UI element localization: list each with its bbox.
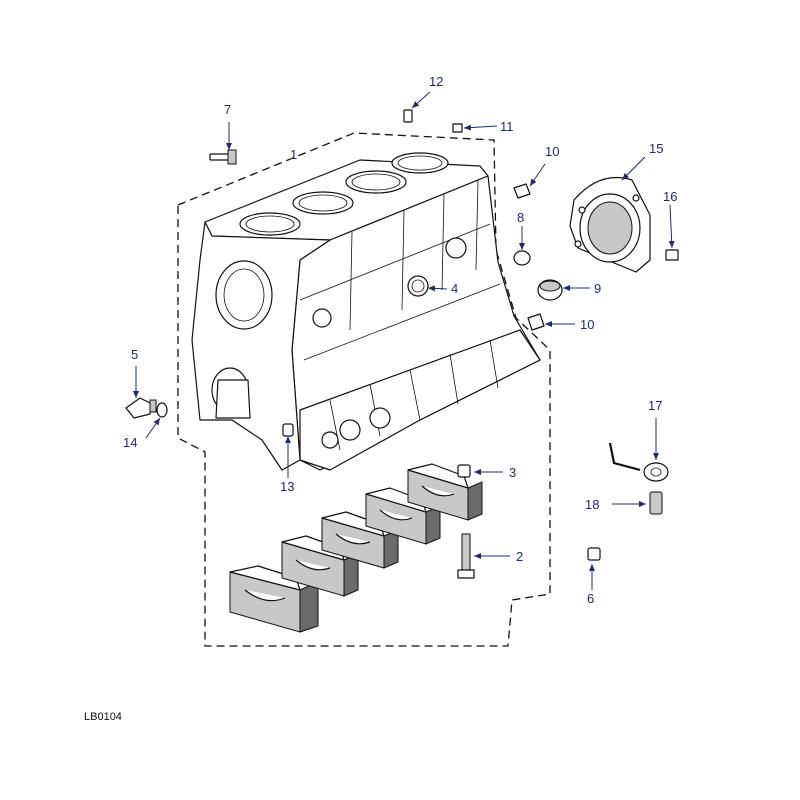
callout-16: 16 [663, 189, 678, 204]
dowel-13 [282, 423, 294, 437]
oil-jet-17 [608, 442, 669, 482]
callout-10-lower: 10 [580, 317, 595, 332]
callout-13: 13 [280, 479, 295, 494]
callout-1: 1 [290, 147, 298, 162]
callout-14: 14 [123, 435, 138, 450]
callout-15: 15 [649, 141, 664, 156]
rear-seal-housing-15 [569, 176, 651, 273]
callout-11: 11 [500, 119, 514, 134]
cylinder-block [191, 152, 541, 471]
plug-8 [513, 250, 531, 266]
washer-14 [156, 402, 168, 418]
stud-bolt-7 [209, 149, 237, 165]
sensor-5 [125, 397, 157, 419]
plug-10-lower [527, 313, 545, 331]
diagram-reference-code: LB0104 [84, 711, 122, 723]
cap-bolt [457, 533, 475, 579]
callout-8: 8 [517, 210, 525, 225]
plug-11 [452, 123, 463, 133]
callout-12: 12 [429, 74, 444, 89]
callout-4: 4 [451, 281, 459, 296]
jet-bolt-18 [649, 491, 663, 515]
plug-6 [587, 547, 601, 561]
callout-5: 5 [131, 347, 139, 362]
callout-10-upper: 10 [545, 144, 560, 159]
callout-17: 17 [648, 398, 663, 413]
callout-6: 6 [587, 591, 595, 606]
callout-18: 18 [585, 497, 600, 512]
plug-10-upper [513, 183, 531, 199]
main-bearing-caps [229, 463, 483, 633]
cylinder-bores [239, 152, 449, 236]
leader-lines [133, 91, 675, 590]
callout-7: 7 [224, 102, 232, 117]
callout-3: 3 [509, 465, 517, 480]
bolt-16 [665, 249, 679, 261]
dowel-sleeve [457, 464, 471, 478]
callout-2: 2 [516, 549, 524, 564]
dowel-pin-12 [403, 109, 413, 123]
assembly-boundary-dashed [177, 132, 551, 647]
core-plug-9 [537, 279, 563, 301]
callout-9: 9 [594, 281, 602, 296]
